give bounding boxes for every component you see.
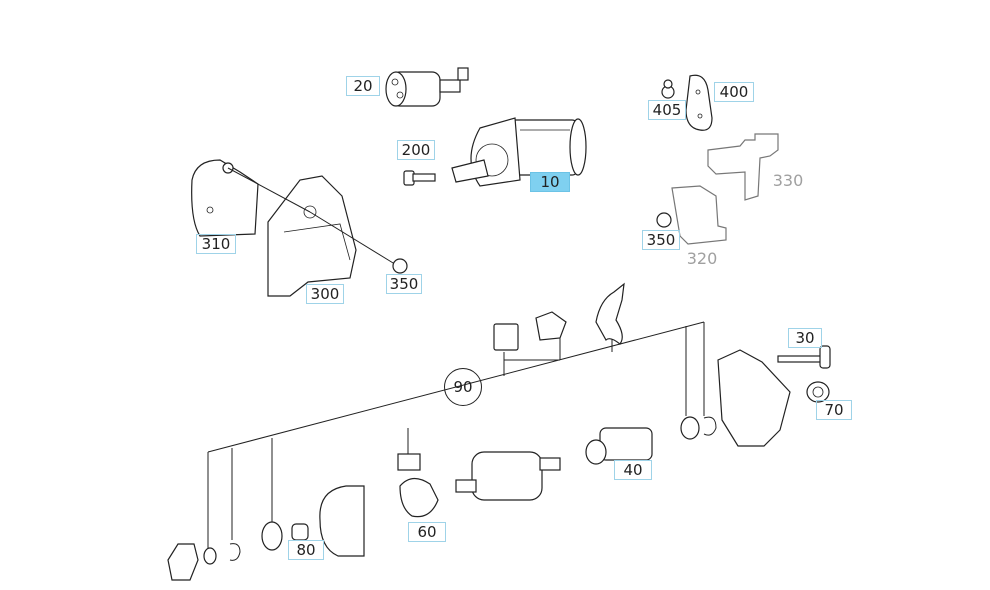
callout-350-right[interactable]: 350 — [642, 230, 680, 250]
end-cap-drawing — [319, 485, 365, 557]
solenoid-switch-drawing — [385, 67, 469, 107]
callout-310[interactable]: 310 — [196, 234, 236, 254]
bracket-320-drawing — [656, 185, 727, 245]
bolt-200-drawing — [403, 170, 436, 186]
callout-80[interactable]: 80 — [288, 540, 324, 560]
callout-10-selected[interactable]: 10 — [530, 172, 570, 192]
heat-shield-drawing — [191, 159, 408, 297]
callout-20[interactable]: 20 — [346, 76, 380, 96]
callout-405[interactable]: 405 — [648, 100, 686, 120]
cover-plate-drawing — [661, 74, 713, 131]
callout-60[interactable]: 60 — [408, 522, 446, 542]
callout-90[interactable]: 90 — [444, 368, 482, 406]
callout-40[interactable]: 40 — [614, 460, 652, 480]
starter-motor-drawing — [451, 117, 587, 187]
callout-320[interactable]: 320 — [686, 249, 718, 268]
bracket-330-drawing — [707, 133, 779, 201]
callout-400[interactable]: 400 — [714, 82, 754, 102]
pinion-drawing — [585, 427, 653, 465]
small-parts-drawing — [167, 521, 309, 581]
callout-30[interactable]: 30 — [788, 328, 822, 348]
armature-drawing — [455, 451, 561, 501]
brush-parts-drawing — [493, 282, 625, 351]
brush-plate-drawing — [397, 428, 439, 518]
callout-330[interactable]: 330 — [772, 171, 804, 190]
callout-350-upper[interactable]: 350 — [386, 274, 422, 294]
callout-300[interactable]: 300 — [306, 284, 344, 304]
drive-housing-drawing — [680, 345, 831, 447]
callout-70[interactable]: 70 — [816, 400, 852, 420]
callout-200[interactable]: 200 — [397, 140, 435, 160]
